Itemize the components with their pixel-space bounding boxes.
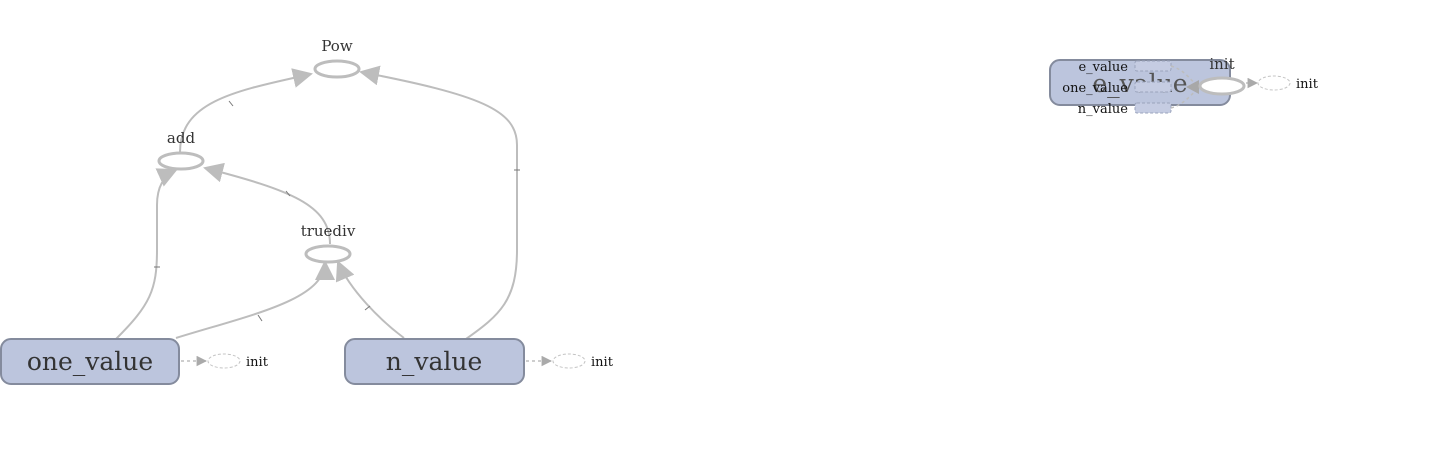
port-label-e-value: e_value	[1078, 60, 1128, 75]
edge-tick-icon	[285, 190, 291, 197]
node-label-one-value: one_value	[27, 347, 153, 376]
node-pow[interactable]: Pow	[313, 37, 361, 79]
init-ghost-n-value[interactable]: init	[552, 353, 614, 370]
port-label-one-value: one_value	[1062, 81, 1128, 96]
edge-nvalue-to-truediv[interactable]	[335, 260, 405, 339]
edges	[115, 65, 553, 367]
edge-tick-icon	[228, 100, 234, 107]
init-ghost-label: init	[591, 355, 614, 370]
edge-tick-icon	[257, 314, 263, 322]
init-ghost-e-value[interactable]	[1257, 75, 1291, 91]
node-label-pow: Pow	[321, 37, 353, 55]
init-ghost-label: init	[1296, 77, 1319, 92]
node-add[interactable]: add	[157, 129, 205, 171]
e-value-group[interactable]: e_value e_value one_value n_value init i…	[1049, 55, 1319, 117]
node-label-init: init	[1209, 55, 1234, 73]
init-ghost-one-value[interactable]: init	[207, 353, 269, 370]
edge-onevalue-to-add[interactable]	[115, 168, 178, 340]
port-one-value[interactable]	[1134, 81, 1172, 93]
node-n-value[interactable]: n_value	[344, 338, 525, 385]
edge-onevalue-to-truediv[interactable]	[175, 260, 335, 339]
node-init[interactable]	[1198, 76, 1246, 96]
port-n-value[interactable]	[1134, 102, 1172, 114]
arrow-head-icon	[1186, 80, 1199, 94]
port-label-n-value: n_value	[1078, 102, 1128, 117]
port-e-value[interactable]	[1134, 60, 1172, 72]
init-ghost-label: init	[246, 355, 269, 370]
node-label-add: add	[167, 129, 196, 147]
node-label-n-value: n_value	[386, 347, 483, 376]
node-label-truediv: truediv	[301, 222, 356, 240]
edge-nvalue-to-pow[interactable]	[359, 65, 518, 340]
edge-add-to-pow[interactable]	[179, 68, 313, 153]
edge-truediv-to-add[interactable]	[203, 162, 331, 245]
node-truediv[interactable]: truediv	[301, 222, 356, 264]
node-one-value[interactable]: one_value	[0, 338, 180, 385]
edge-tick-icon	[364, 305, 371, 311]
